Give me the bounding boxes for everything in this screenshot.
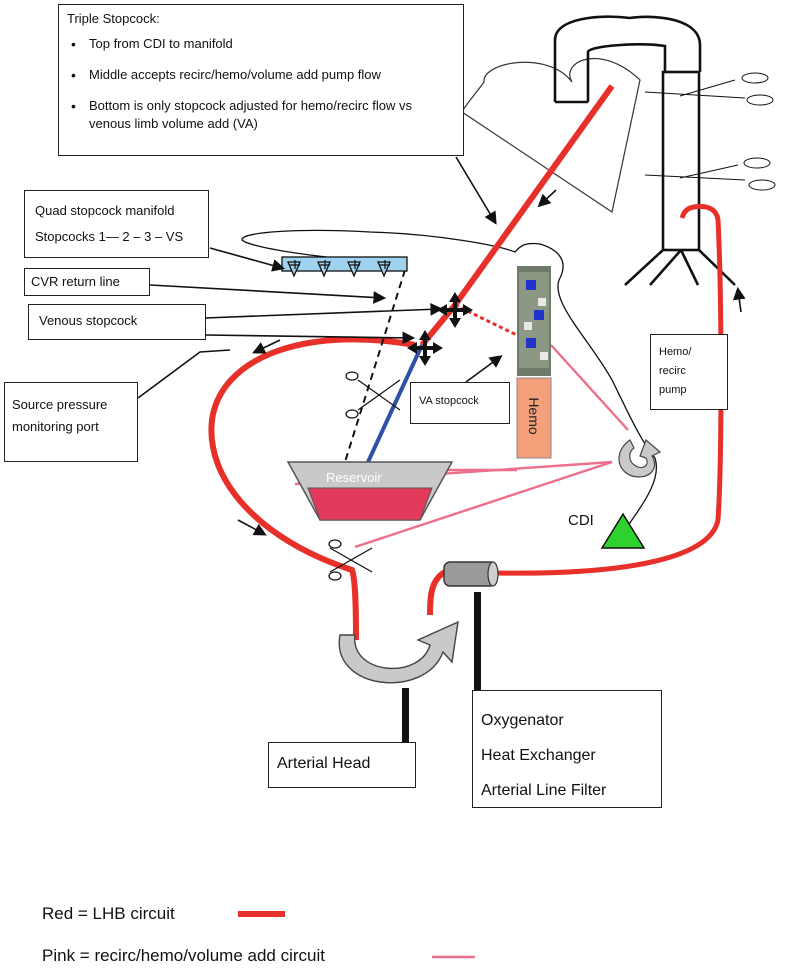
arrow-flow-4 xyxy=(732,286,746,313)
pump-line-3: pump xyxy=(659,384,687,396)
arterial-head-stem xyxy=(402,688,409,744)
arrow-venous2 xyxy=(204,331,416,345)
bullet-3-line-a: Bottom is only stopcock adjusted for hem… xyxy=(89,98,412,113)
cvr-label: CVR return line xyxy=(31,274,120,289)
blue-line xyxy=(366,344,424,463)
arrow-flow-1 xyxy=(537,189,557,208)
lhb-pump-oxy xyxy=(427,569,447,616)
va-box: VA stopcock xyxy=(410,382,510,424)
heart-tube xyxy=(553,15,702,102)
hemo-stopcock-array xyxy=(517,266,551,376)
lhb-return-loop xyxy=(208,336,416,641)
arrow-quad xyxy=(209,247,286,272)
aortic-column xyxy=(661,70,701,252)
legend-pink-text: Pink = recirc/hemo/volume add circuit xyxy=(42,946,325,965)
lhb-line-heart xyxy=(452,84,615,307)
quad-manifold xyxy=(281,256,408,278)
oxygenator-stem xyxy=(474,592,481,692)
oxy-line-3: Arterial Line Filter xyxy=(481,782,607,799)
arterial-head-box: Arterial Head xyxy=(268,742,416,788)
clamp-icon-lower xyxy=(328,539,373,581)
triple-stopcock-box: Triple Stopcock: Top from CDI to manifol… xyxy=(58,4,464,156)
arrow-venous xyxy=(204,302,444,319)
va-label: VA stopcock xyxy=(419,395,479,407)
source-leader xyxy=(137,349,231,399)
quad-line-1: Quad stopcock manifold xyxy=(35,203,175,218)
oxygenator-box: Oxygenator Heat Exchanger Arterial Line … xyxy=(472,690,662,808)
arrow-flow-2 xyxy=(252,339,281,354)
source-line-1: Source pressure xyxy=(12,397,108,412)
cdi-manifold-line xyxy=(241,229,657,531)
source-port-dashed xyxy=(344,269,406,463)
arrow-va xyxy=(465,355,503,383)
pump-box: Hemo/ recirc pump xyxy=(650,334,728,410)
legend-red-text: Red = LHB circuit xyxy=(42,904,175,923)
arrow-cvr xyxy=(149,284,387,304)
cvr-box: CVR return line xyxy=(24,268,150,296)
pump-line-2: recirc xyxy=(659,365,686,377)
arrow-flow-3 xyxy=(237,519,267,536)
hemo-label: Hemo xyxy=(526,397,542,435)
pump-line-1: Hemo/ xyxy=(659,346,692,358)
bullet-3-line-b: venous limb volume add (VA) xyxy=(89,116,258,131)
hemo-box xyxy=(516,377,552,459)
oxy-line-2: Heat Exchanger xyxy=(481,747,596,764)
bullet-2: Middle accepts recirc/hemo/volume add pu… xyxy=(71,66,455,84)
arterial-head-label: Arterial Head xyxy=(277,755,371,772)
quad-line-2: Stopcocks 1— 2 – 3 – VS xyxy=(35,229,184,244)
reservoir-label: Reservoir xyxy=(326,470,382,485)
vessel-clamps xyxy=(644,72,776,191)
aortic-bifurcation xyxy=(624,249,736,286)
clamp-icon xyxy=(345,371,401,419)
arrow-triple xyxy=(455,156,497,225)
va-dotted-line xyxy=(454,303,528,342)
triple-stopcock-title: Triple Stopcock: xyxy=(67,11,160,26)
oxy-line-1: Oxygenator xyxy=(481,712,564,729)
recirc-pump-icon xyxy=(618,438,662,478)
arterial-pump-icon xyxy=(338,620,459,684)
source-box: Source pressure monitoring port xyxy=(4,382,138,462)
source-line-2: monitoring port xyxy=(12,419,99,434)
venous-stopcock-cross xyxy=(407,330,443,366)
quad-manifold-box: Quad stopcock manifold Stopcocks 1— 2 – … xyxy=(24,190,209,258)
heart-outline xyxy=(461,57,641,213)
triple-stopcock-cross xyxy=(437,292,473,328)
cdi-label: CDI xyxy=(568,512,594,529)
cdi-triangle xyxy=(600,512,646,549)
bullet-3: Bottom is only stopcock adjusted for hem… xyxy=(71,97,455,133)
reservoir-blood xyxy=(307,487,433,521)
venous-box: Venous stopcock xyxy=(28,304,206,340)
venous-label: Venous stopcock xyxy=(39,313,138,328)
bullet-1: Top from CDI to manifold xyxy=(71,35,455,53)
